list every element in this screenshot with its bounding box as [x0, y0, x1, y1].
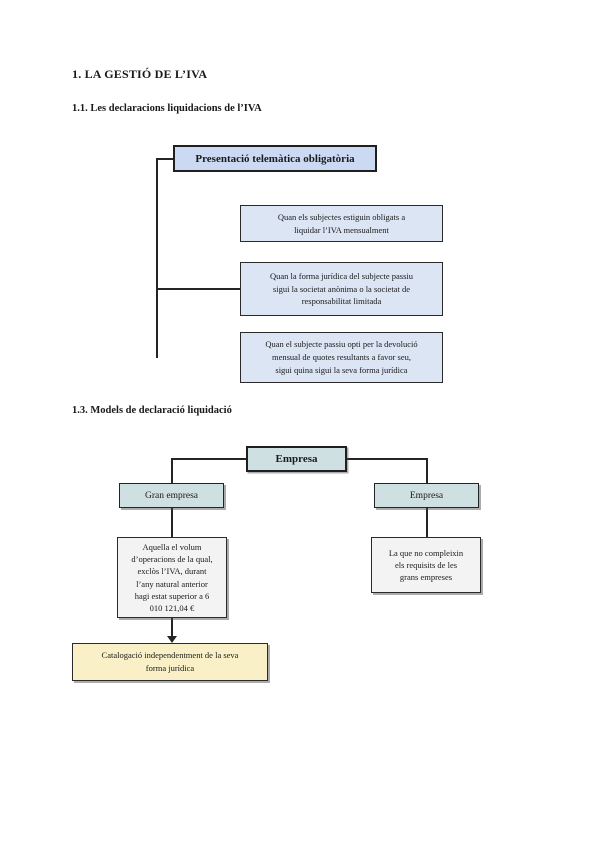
node-empresa-branch: Empresa	[374, 483, 479, 508]
connector-right-to-desc	[426, 508, 428, 537]
connector-left-horizontal	[171, 458, 246, 460]
connector-right-horizontal	[347, 458, 427, 460]
connector-left-to-desc	[171, 508, 173, 537]
arrow-down-icon	[167, 636, 177, 643]
node-label: Quan els subjectes estiguin obligats a l…	[277, 211, 406, 235]
connector-right-vertical	[426, 458, 428, 483]
node-label: Quan la forma jurídica del subjecte pass…	[269, 270, 414, 307]
connector-left-vertical	[171, 458, 173, 483]
node-gran-empresa: Gran empresa	[119, 483, 224, 508]
node-label: Gran empresa	[144, 490, 198, 501]
node-label: La que no compleixin els requisits de le…	[388, 547, 464, 583]
heading-section-1-1: 1.1. Les declaracions liquidacions de l’…	[72, 103, 262, 114]
node-label: Empresa	[409, 490, 444, 501]
node-label: Presentació telemàtica obligatòria	[195, 152, 355, 165]
connector-vertical-spine	[156, 158, 158, 358]
node-gran-empresa-description: Aquella el volum d’operacions de la qual…	[117, 537, 227, 618]
node-devolucio-mensual: Quan el subjecte passiu opti per la devo…	[240, 332, 443, 383]
connector-arrow-shaft	[171, 618, 173, 637]
node-catalogacio-result: Catalogació independentment de la seva f…	[72, 643, 268, 681]
node-label: Aquella el volum d’operacions de la qual…	[131, 541, 213, 614]
node-empresa-description: La que no compleixin els requisits de le…	[371, 537, 481, 593]
node-forma-juridica: Quan la forma jurídica del subjecte pass…	[240, 262, 443, 316]
connector-branch-horizontal	[156, 288, 240, 290]
node-label: Empresa	[275, 453, 318, 465]
node-presentacio-telematica: Presentació telemàtica obligatòria	[173, 145, 377, 172]
node-label: Quan el subjecte passiu opti per la devo…	[265, 339, 418, 375]
node-empresa-root: Empresa	[246, 446, 347, 472]
node-liquidacio-mensual: Quan els subjectes estiguin obligats a l…	[240, 205, 443, 242]
heading-section-1: 1. LA GESTIÓ DE L’IVA	[72, 67, 208, 81]
node-label: Catalogació independentment de la seva f…	[101, 650, 239, 673]
connector-root-horizontal	[156, 158, 173, 160]
heading-section-1-3: 1.3. Models de declaració liquidació	[72, 405, 232, 416]
